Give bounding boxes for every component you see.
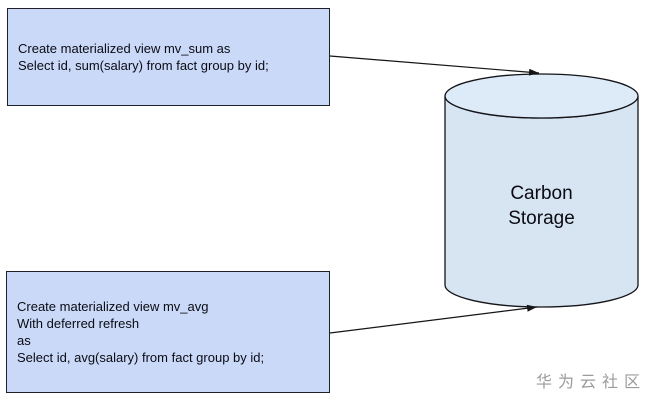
sql-line: With deferred refresh xyxy=(17,316,140,331)
cylinder-label: Carbon Storage xyxy=(508,183,575,229)
sql-line: Select id, avg(salary) from fact group b… xyxy=(17,350,265,365)
sql-line: Create materialized view mv_avg xyxy=(17,299,209,314)
arrow-mv-avg-to-storage xyxy=(329,304,538,334)
cylinder-top xyxy=(444,73,639,119)
sql-line: as xyxy=(17,333,31,348)
sql-box-mv-sum: Create materialized view mv_sum as Selec… xyxy=(7,8,330,106)
carbon-storage-cylinder xyxy=(444,73,639,308)
arrow-mv-sum-to-storage xyxy=(329,55,540,76)
sql-box-mv-avg: Create materialized view mv_avg With def… xyxy=(6,271,330,393)
watermark: 华为云社区 xyxy=(535,374,646,391)
sql-line: Create materialized view mv_sum as xyxy=(18,41,231,56)
sql-line: Select id, sum(salary) from fact group b… xyxy=(18,58,269,73)
